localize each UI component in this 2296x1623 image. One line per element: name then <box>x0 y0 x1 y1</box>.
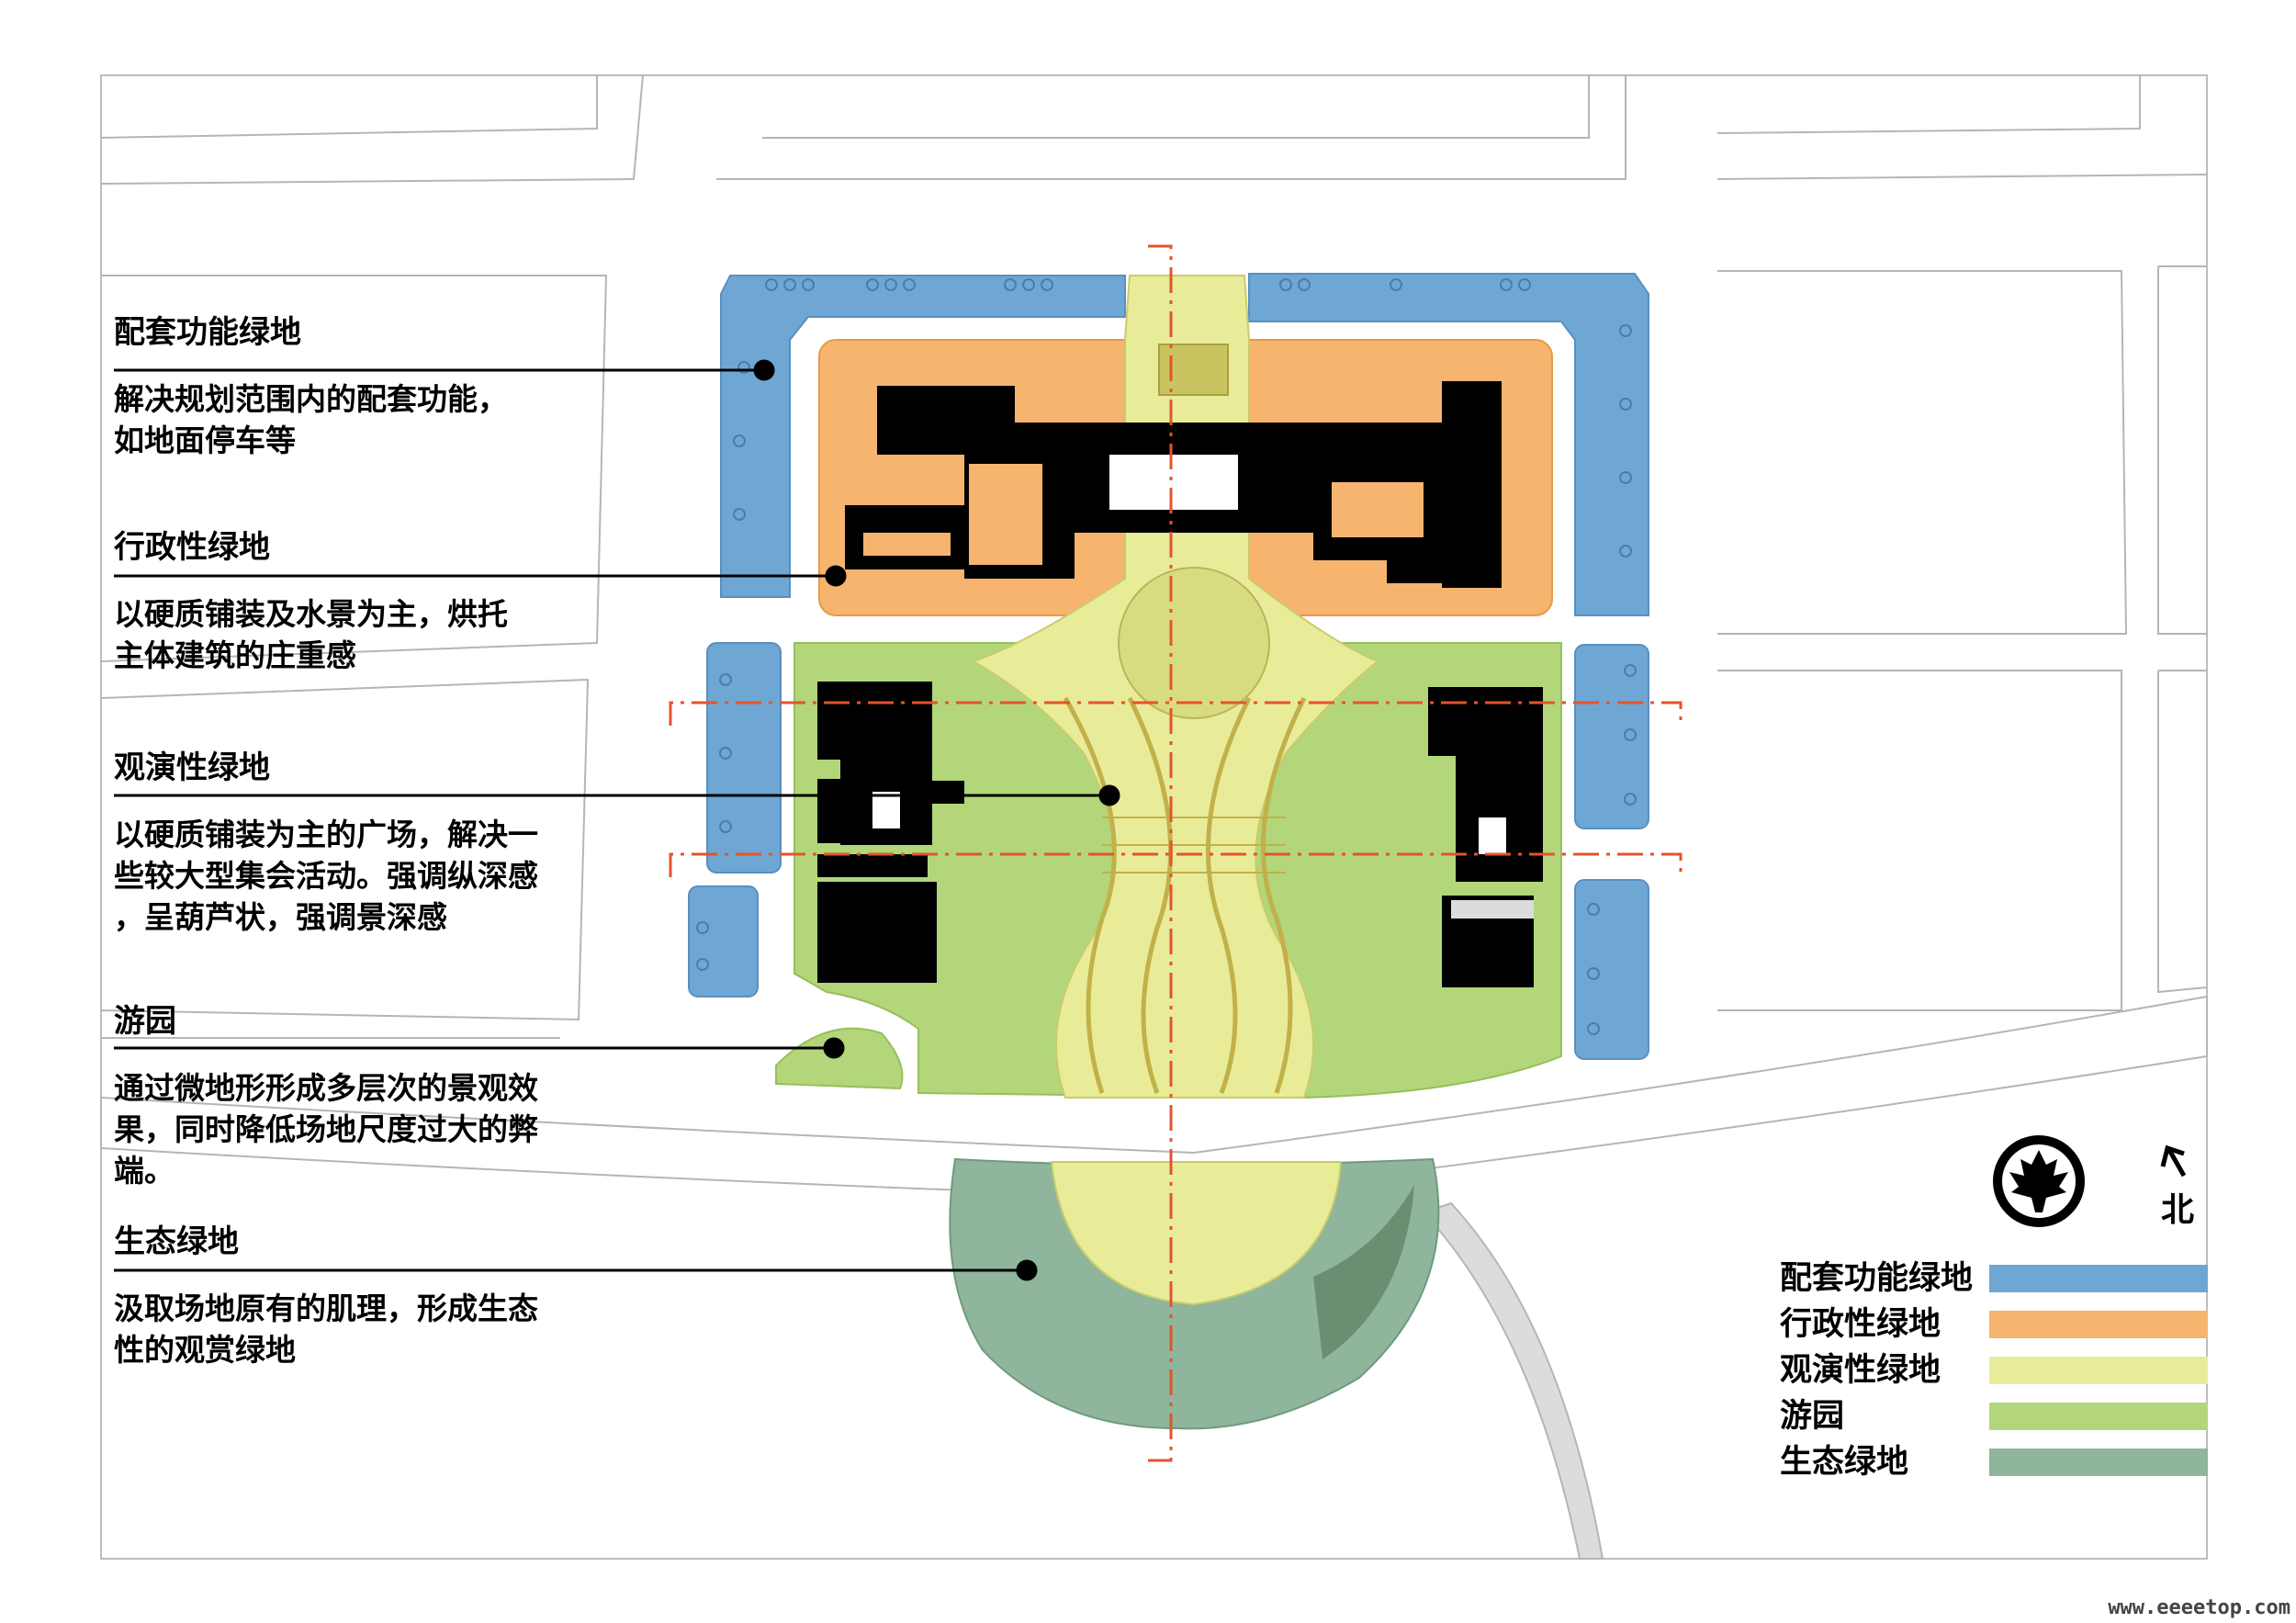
west-building <box>817 682 964 983</box>
annotation-performance: 观演性绿地 以硬质铺装为主的广场，解决一 些较大型集会活动。强调纵深感 ，呈葫芦… <box>114 748 591 938</box>
legend-item-performance: 观演性绿地 <box>1780 1350 2212 1391</box>
plaza-curves <box>1063 696 1307 1094</box>
main-road <box>100 995 2208 1200</box>
legend-swatch <box>1989 1448 2208 1476</box>
legend-label: 行政性绿地 <box>1780 1306 1941 1343</box>
ecological-yellow-lawn <box>1050 1161 1343 1306</box>
fountain-plaza <box>1118 567 1270 719</box>
annotation-title: 观演性绿地 <box>114 750 270 786</box>
watermark: www.eeeetop.com <box>2108 1596 2290 1619</box>
north-label: 北 <box>2161 1191 2195 1229</box>
annotation-desc: 以硬质铺装为主的广场，解决一 些较大型集会活动。强调纵深感 ，呈葫芦状，强调景深… <box>114 817 538 935</box>
ecological-dark-band <box>1313 1185 1414 1359</box>
annotation-desc: 以硬质铺装及水景为主，烘托 主体建筑的庄重感 <box>114 596 508 673</box>
east-building-court <box>1479 817 1506 854</box>
annotation-title: 生态绿地 <box>114 1223 239 1260</box>
legend-item-administrative: 行政性绿地 <box>1780 1304 2212 1345</box>
legend-item-ecological: 生态绿地 <box>1780 1442 2212 1482</box>
legend-label: 游园 <box>1780 1398 1845 1435</box>
west-building-court <box>872 792 900 828</box>
annotation-title: 游园 <box>114 1003 176 1040</box>
city-blocks <box>100 74 2208 1039</box>
legend-item-garden: 游园 <box>1780 1396 2212 1437</box>
annotation-title: 配套功能绿地 <box>114 314 301 351</box>
annotation-title: 行政性绿地 <box>114 529 270 566</box>
north-monument <box>1158 344 1229 396</box>
main-building-courtyards <box>863 455 1424 565</box>
parking-tree-dots <box>696 278 1637 1035</box>
leader-lines <box>114 359 1120 1281</box>
legend-label: 配套功能绿地 <box>1780 1260 1974 1297</box>
legend-swatch <box>1989 1357 2208 1384</box>
axis-lines <box>669 244 1683 1462</box>
south-path <box>1422 1201 1604 1560</box>
annotation-desc: 通过微地形形成多层次的景观效 果，同时降低场地尺度过大的弊 端。 <box>114 1070 538 1189</box>
legend-label: 观演性绿地 <box>1780 1352 1941 1389</box>
main-building <box>845 381 1502 588</box>
legend-item-supporting: 配套功能绿地 <box>1780 1258 2212 1299</box>
annotation-ecological: 生态绿地 汲取场地原有的肌理，形成生态 性的观赏绿地 <box>114 1222 591 1370</box>
legend-swatch <box>1989 1403 2208 1430</box>
legend-swatch <box>1989 1311 2208 1338</box>
east-building-gallery <box>1451 900 1534 919</box>
annotation-supporting: 配套功能绿地 解决规划范围内的配套功能， 如地面停车等 <box>114 312 591 461</box>
maple-leaf-icon <box>1993 1135 2085 1227</box>
legend-swatch <box>1989 1265 2208 1292</box>
north-arrow-icon <box>2160 1144 2187 1178</box>
annotation-desc: 解决规划范围内的配套功能， 如地面停车等 <box>114 381 508 458</box>
legend-label: 生态绿地 <box>1780 1444 1909 1481</box>
annotation-garden: 游园 通过微地形形成多层次的景观效 果，同时降低场地尺度过大的弊 端。 <box>114 1001 591 1191</box>
annotation-desc: 汲取场地原有的肌理，形成生态 性的观赏绿地 <box>114 1291 538 1368</box>
annotation-administrative: 行政性绿地 以硬质铺装及水景为主，烘托 主体建筑的庄重感 <box>114 527 591 676</box>
